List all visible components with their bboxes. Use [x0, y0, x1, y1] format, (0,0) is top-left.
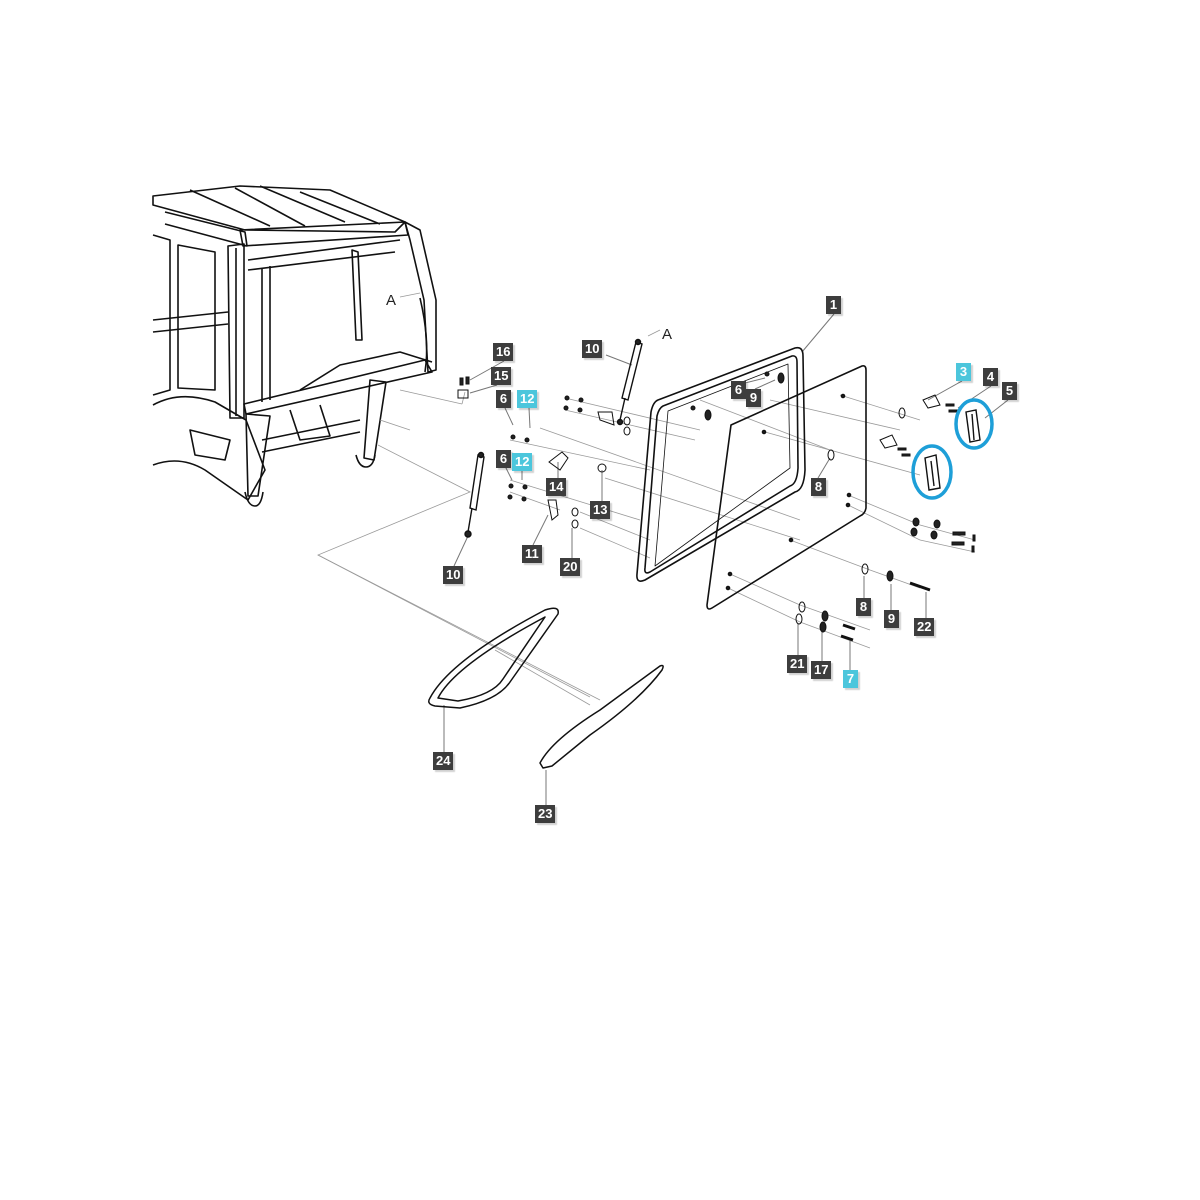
part-label-12-highlighted[interactable]: 12: [512, 453, 533, 471]
part-label-8[interactable]: 8: [811, 478, 826, 496]
part-label-6[interactable]: 6: [496, 390, 511, 408]
part-label-11[interactable]: 11: [522, 545, 542, 563]
part-label-6[interactable]: 6: [731, 381, 746, 399]
cab-frame-drawing: [152, 185, 437, 507]
gas-strut-upper: [616, 338, 643, 426]
leader-lines: [317, 292, 976, 706]
part-label-21[interactable]: 21: [787, 655, 808, 673]
part-label-10[interactable]: 10: [443, 566, 464, 584]
part-label-9[interactable]: 9: [884, 610, 899, 628]
part-label-4[interactable]: 4: [983, 368, 998, 386]
part-label-23[interactable]: 23: [535, 805, 556, 823]
part-label-6[interactable]: 6: [496, 450, 511, 468]
hinge-parts: [924, 409, 981, 491]
small-hardware: [457, 371, 976, 642]
part-label-10[interactable]: 10: [582, 340, 603, 358]
glass-pane: [706, 365, 867, 610]
part-label-24[interactable]: 24: [433, 752, 454, 770]
part-label-1[interactable]: 1: [826, 296, 841, 314]
seal-23: [539, 664, 664, 769]
reference-letter-a-cab: A: [386, 292, 397, 309]
part-label-16[interactable]: 16: [493, 343, 514, 361]
highlight-ring-lower-hinge: [911, 444, 953, 500]
part-label-8[interactable]: 8: [856, 598, 871, 616]
part-label-22[interactable]: 22: [914, 618, 935, 636]
part-label-9[interactable]: 9: [746, 389, 761, 407]
highlight-rings: [911, 398, 994, 500]
gas-strut-lower: [464, 451, 485, 538]
reference-letter-a-strut: A: [662, 326, 673, 343]
part-label-3-highlighted[interactable]: 3: [956, 363, 971, 381]
part-label-15[interactable]: 15: [491, 367, 512, 385]
window-seal-frame: [636, 346, 806, 582]
part-label-17[interactable]: 17: [811, 661, 832, 679]
seal-24: [428, 607, 559, 709]
part-label-13[interactable]: 13: [590, 501, 611, 519]
part-label-7-highlighted[interactable]: 7: [843, 670, 858, 688]
part-label-12-highlighted[interactable]: 12: [517, 390, 538, 408]
part-label-20[interactable]: 20: [560, 558, 581, 576]
highlight-ring-upper-hinge: [954, 398, 994, 450]
part-label-5[interactable]: 5: [1002, 382, 1017, 400]
part-label-14[interactable]: 14: [546, 478, 567, 496]
